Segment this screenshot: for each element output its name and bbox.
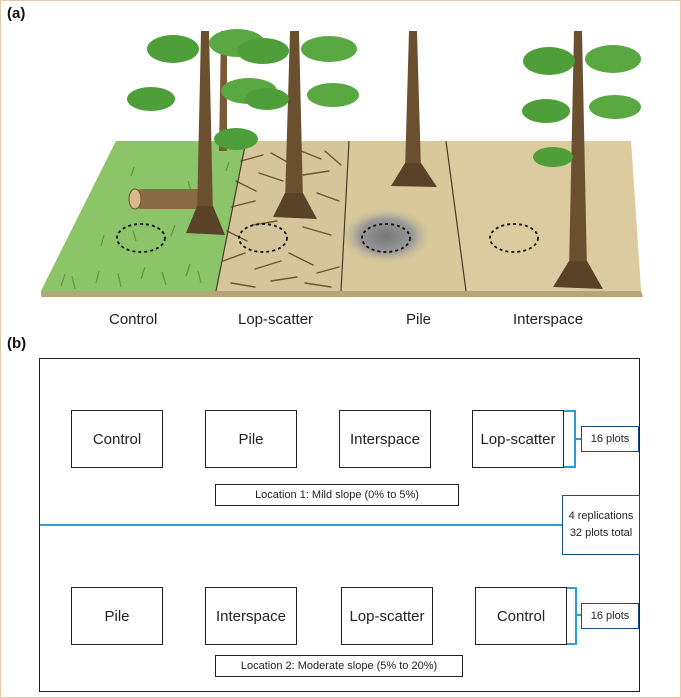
fallen-log — [128, 188, 205, 210]
row2-treatment-pile: Pile — [71, 587, 163, 645]
location-1-label: Location 1: Mild slope (0% to 5%) — [215, 484, 459, 506]
caption-pile: Pile — [406, 311, 432, 328]
interspace-strip — [446, 141, 641, 291]
row2-bracket-vertical — [575, 587, 577, 645]
caption-control: Control — [109, 311, 158, 328]
row1-treatment-control: Control — [71, 410, 163, 468]
row1-treatment-pile: Pile — [205, 410, 297, 468]
sample-plot-interspace — [489, 223, 539, 253]
row2-treatment-lop-scatter: Lop-scatter — [341, 587, 433, 645]
row2-bracket-top — [567, 587, 575, 589]
row2-bracket-tick — [577, 614, 581, 616]
panel-a-label: (a) — [7, 5, 26, 22]
ash-pile — [341, 208, 431, 264]
tree-lop-scatter — [237, 31, 359, 219]
row2-plots-box: 16 plots — [581, 603, 639, 629]
row1-treatment-lop-scatter: Lop-scatter — [472, 410, 564, 468]
location-divider-line — [40, 524, 562, 526]
tree-pile — [391, 31, 437, 187]
sample-plot-lop-scatter — [238, 223, 288, 253]
replications-box: 4 replications 32 plots total — [562, 495, 640, 555]
sample-plot-pile — [361, 223, 411, 253]
row2-treatment-interspace: Interspace — [205, 587, 297, 645]
tree-interspace — [522, 31, 641, 289]
row1-bracket-top — [564, 410, 574, 412]
total-plots-line: 32 plots total — [569, 527, 633, 539]
replications-line: 4 replications — [568, 510, 634, 522]
row1-treatment-interspace: Interspace — [339, 410, 431, 468]
row1-bracket-vertical — [574, 410, 576, 468]
row1-plots-box: 16 plots — [581, 426, 639, 452]
row2-bracket-bottom — [567, 643, 575, 645]
location-2-label: Location 2: Moderate slope (5% to 20%) — [215, 655, 463, 677]
panel-b-label: (b) — [7, 335, 27, 352]
row1-bracket-tick — [576, 438, 581, 440]
row2-treatment-control: Control — [475, 587, 567, 645]
control-strip — [41, 141, 246, 291]
caption-interspace: Interspace — [513, 311, 584, 328]
caption-lop-scatter: Lop-scatter — [238, 311, 314, 328]
plot-illustration — [41, 29, 643, 297]
row1-bracket-bottom — [564, 466, 574, 468]
sample-plot-control — [116, 223, 166, 253]
pile-strip — [341, 141, 466, 291]
